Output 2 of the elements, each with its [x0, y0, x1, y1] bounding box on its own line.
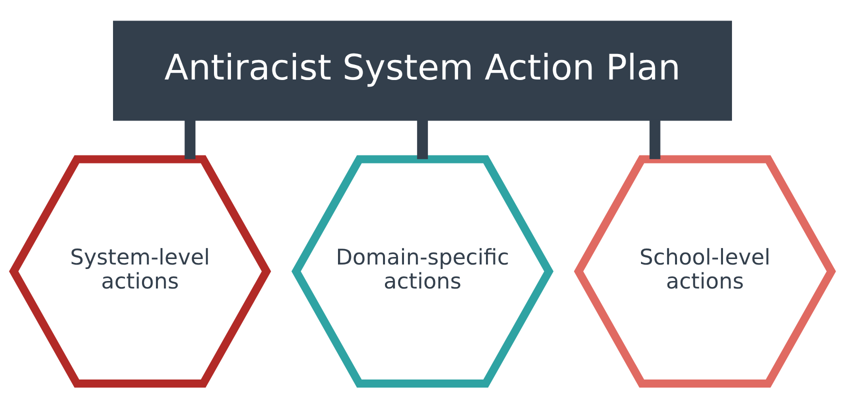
- connector: [417, 120, 428, 159]
- node-box: Antiracist System Action Plan: [113, 20, 732, 120]
